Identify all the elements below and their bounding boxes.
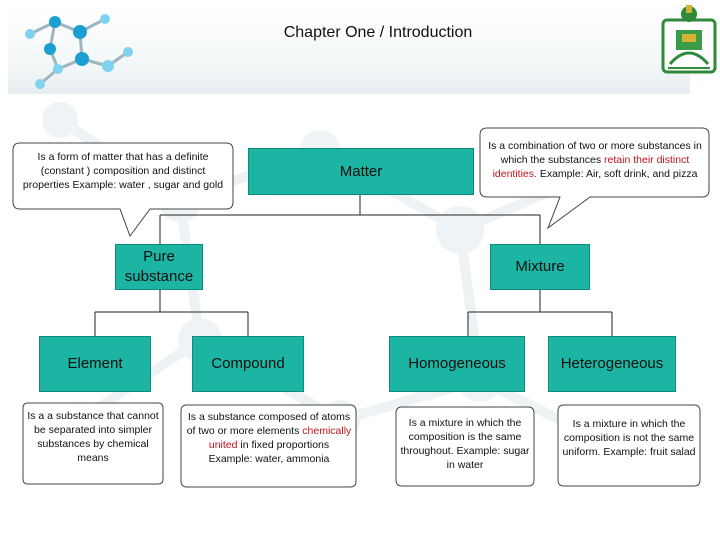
university-logo-icon bbox=[661, 5, 717, 74]
compound-definition-text: Is a substance composed of atoms of two … bbox=[186, 411, 351, 437]
pure-substance-label: Pure substance bbox=[124, 248, 194, 285]
pure-substance-callout bbox=[12, 142, 234, 238]
page-title: Chapter One / Introduction bbox=[283, 24, 473, 41]
header-band bbox=[8, 6, 690, 94]
heterogeneous-callout bbox=[557, 404, 701, 487]
homogeneous-definition: Is a mixture in which the composition is… bbox=[400, 417, 530, 471]
matter-box: Matter bbox=[248, 148, 474, 195]
homogeneous-box: Homogeneous bbox=[389, 336, 525, 392]
compound-definition: Is a substance composed of atoms of two … bbox=[186, 410, 352, 466]
mixture-definition-example: Example: Air, soft drink, and pizza bbox=[536, 168, 698, 180]
compound-definition-highlight: chemically united bbox=[208, 425, 352, 451]
homogeneous-label: Homogeneous bbox=[408, 355, 506, 372]
pure-substance-box: Pure substance bbox=[115, 244, 203, 290]
mixture-definition-text: Is a combination of two or more substanc… bbox=[488, 140, 702, 166]
element-callout bbox=[22, 402, 164, 485]
element-definition: Is a a substance that cannot be separate… bbox=[27, 410, 159, 464]
mixture-definition-highlight: retain their distinct identities. bbox=[492, 154, 690, 180]
heterogeneous-box: Heterogeneous bbox=[548, 336, 676, 392]
element-label: Element bbox=[67, 355, 123, 372]
mixture-callout bbox=[479, 127, 710, 230]
mixture-box: Mixture bbox=[490, 244, 590, 290]
element-box: Element bbox=[39, 336, 151, 392]
heterogeneous-label: Heterogeneous bbox=[560, 355, 664, 372]
heterogeneous-definition: Is a mixture in which the composition is… bbox=[562, 418, 696, 458]
pure-substance-definition: Is a form of matter that has a definite … bbox=[22, 151, 224, 191]
compound-definition-example: in fixed proportions Example: water, amm… bbox=[208, 439, 330, 465]
molecule-icon bbox=[25, 14, 133, 89]
mixture-label: Mixture bbox=[515, 258, 565, 275]
compound-label: Compound bbox=[211, 355, 285, 372]
homogeneous-callout bbox=[395, 406, 535, 487]
mixture-definition: Is a combination of two or more substanc… bbox=[484, 139, 706, 181]
matter-label: Matter bbox=[339, 162, 383, 180]
compound-callout bbox=[180, 404, 357, 488]
compound-box: Compound bbox=[192, 336, 304, 392]
